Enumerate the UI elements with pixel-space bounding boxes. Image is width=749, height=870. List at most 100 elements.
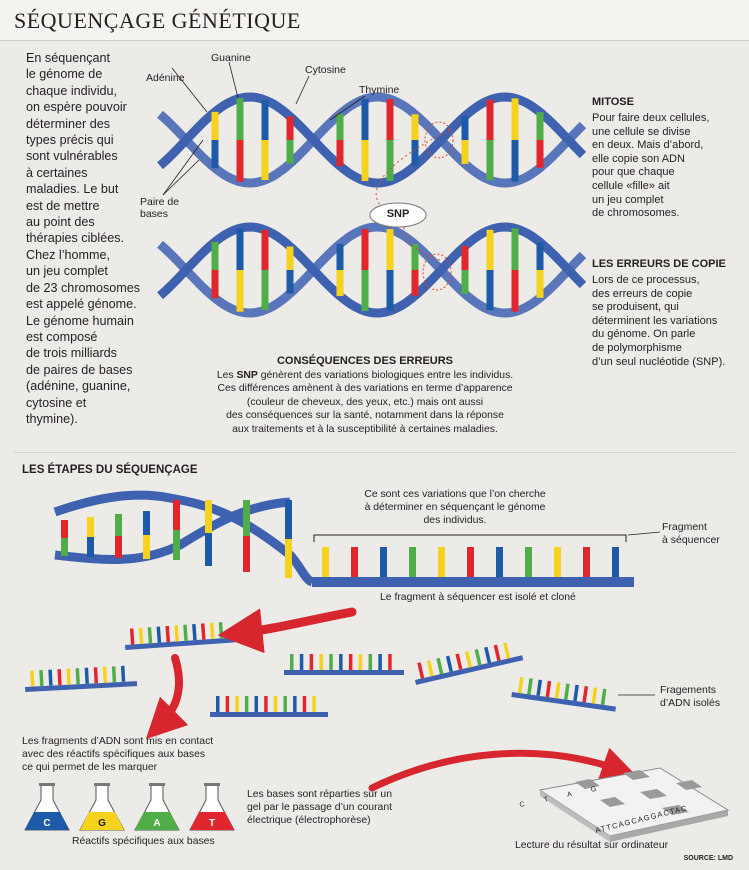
- base-bar: [417, 662, 425, 679]
- base-bar: [411, 140, 419, 166]
- base-bar: [261, 270, 269, 311]
- base-bar: [496, 547, 503, 577]
- base-bar: [386, 99, 394, 140]
- label-base-pairs: Paire de bases: [140, 196, 179, 220]
- base-bar: [286, 246, 294, 270]
- intro-line: déterminer des: [26, 116, 110, 131]
- erreurs-block: LES ERREURS DE COPIE Lors de ce processu…: [592, 258, 747, 369]
- base-bar: [511, 98, 519, 140]
- fragment-bracket: [313, 534, 627, 542]
- consequences-pre: Les: [216, 370, 237, 381]
- base-bar: [120, 665, 126, 682]
- base-bar: [209, 622, 215, 639]
- base-bar: [484, 646, 492, 664]
- base-bar: [554, 682, 561, 699]
- base-bar: [612, 547, 619, 577]
- base-bar: [511, 140, 519, 182]
- label-guanine: Guanine: [211, 52, 251, 64]
- base-bar: [386, 270, 394, 311]
- base-bar: [236, 98, 244, 140]
- dna-fragment: [415, 642, 524, 685]
- base-bar: [243, 500, 250, 536]
- intro-line: de trois milliards: [26, 346, 117, 361]
- base-bar: [87, 517, 94, 537]
- intro-line: le génome de: [26, 67, 103, 82]
- base-bar: [411, 270, 419, 296]
- flask-letter: G: [98, 818, 106, 829]
- flask-liquid: [135, 812, 179, 830]
- gel-line: gel par le passage d’un courant: [247, 802, 392, 813]
- mitose-line: Pour faire deux cellules,: [592, 112, 710, 124]
- base-bar: [138, 627, 144, 644]
- base-bar: [236, 140, 244, 182]
- base-bar: [503, 642, 511, 659]
- intro-line: est composé: [26, 329, 98, 344]
- base-bar: [438, 547, 445, 577]
- base-bar: [336, 140, 344, 167]
- base-bar: [511, 270, 519, 312]
- mitose-line: elle copie son ADN: [592, 152, 685, 165]
- base-bar: [361, 270, 369, 312]
- fragments-label-line: d’ADN isolés: [660, 697, 721, 709]
- intro-line: est de mettre: [26, 198, 100, 213]
- base-bar: [486, 140, 494, 181]
- reagent-flask: C: [24, 783, 70, 831]
- base-bar: [309, 654, 314, 670]
- dna-backbone: [157, 222, 587, 318]
- base-bar: [554, 547, 561, 577]
- mitose-line: cellule «fille» ait: [592, 179, 670, 192]
- intro-line: au point des: [26, 215, 95, 230]
- base-bar: [285, 500, 292, 539]
- base-bar: [143, 535, 150, 559]
- base-bar: [236, 270, 244, 312]
- mitose-line: pour que chaque: [592, 166, 675, 179]
- base-bar: [461, 270, 469, 294]
- base-bar: [426, 660, 434, 677]
- label-leader: [295, 75, 310, 105]
- arrow-mark: [145, 654, 189, 740]
- base-bar: [348, 654, 353, 670]
- base-bar: [211, 111, 219, 140]
- base-bar: [573, 684, 579, 702]
- base-bar: [218, 622, 224, 639]
- base-bar: [147, 627, 153, 644]
- base-bar: [225, 696, 230, 712]
- fragments-label: Fragements d’ADN isolés: [660, 684, 720, 710]
- base-bar: [286, 116, 294, 140]
- base-bar: [87, 537, 94, 557]
- label-leader: [162, 139, 204, 196]
- steps-note-line: à déterminer en séquençant le génome: [364, 502, 546, 513]
- flask-letter: C: [43, 818, 50, 829]
- base-bar: [368, 654, 373, 670]
- intro-line: de paires de bases: [26, 362, 133, 377]
- base-bar: [299, 654, 304, 670]
- base-bar: [361, 98, 369, 140]
- erreurs-line: se produisent, qui: [592, 301, 679, 314]
- mitose-line: une cellule se divise: [592, 125, 691, 138]
- snp-label: SNP: [386, 208, 410, 220]
- flask-rim: [39, 783, 55, 786]
- fragment-strand: [511, 692, 616, 712]
- base-bar: [329, 654, 333, 670]
- page-title: SÉQUENÇAGE GÉNÉTIQUE: [14, 8, 301, 33]
- intro-line: de 23 chromosomes: [26, 280, 141, 295]
- label-base-pairs-line: Paire de: [140, 196, 180, 208]
- fragment-backbone: [312, 577, 634, 587]
- base-bar: [536, 679, 543, 696]
- consequences-snp: SNP: [236, 370, 258, 381]
- base-bar: [264, 696, 268, 712]
- base-bar: [261, 140, 269, 181]
- flask-liquid: [80, 812, 124, 830]
- base-bar: [84, 667, 89, 684]
- dna-unzipping: [53, 490, 315, 587]
- dna-fragment: [284, 654, 404, 675]
- base-bar: [115, 514, 122, 536]
- base-bar: [464, 651, 473, 668]
- base-bar: [129, 628, 135, 645]
- contact-text: Les fragments d’ADN sont mis en contact …: [22, 735, 213, 774]
- base-bar: [583, 547, 590, 577]
- consequences-post: génèrent des variations biologiques entr…: [257, 370, 514, 381]
- base-bar: [115, 536, 122, 558]
- base-bar: [582, 686, 589, 703]
- intro-line: est appelé génome.: [26, 297, 137, 312]
